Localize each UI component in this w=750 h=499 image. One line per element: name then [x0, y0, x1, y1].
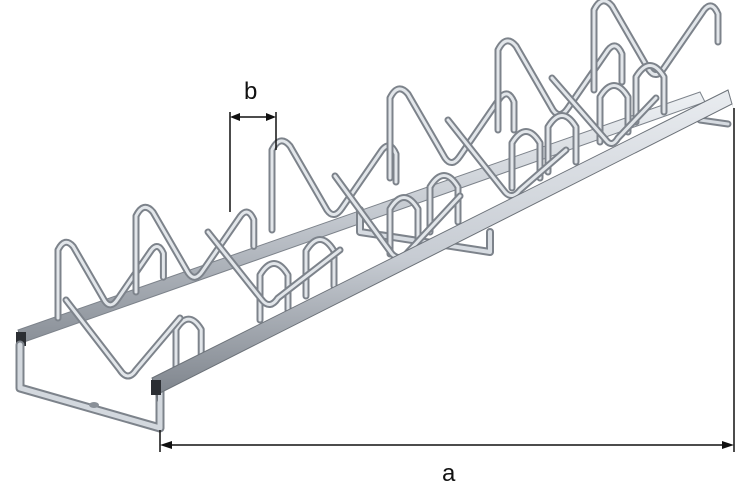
front-holder-tube-2: [258, 262, 290, 322]
front-holder-tube-1: [174, 317, 203, 372]
front-holder-vee-4: [446, 118, 568, 197]
front-holder-tube-6: [510, 130, 542, 190]
front-holder-tube-7: [546, 114, 578, 174]
dimension-b-label: b: [244, 78, 258, 105]
dimension-b: [229, 112, 277, 212]
dimension-a: [159, 108, 735, 452]
front-holder-vee-5: [550, 76, 658, 145]
back-holder-tube-4: [388, 87, 516, 180]
front-row-wheel-holders: [62, 62, 668, 380]
left-foot-frame: [15, 340, 165, 433]
front-holder-vee-1: [64, 298, 182, 378]
dimension-a-label: a: [442, 460, 456, 487]
back-holder-tube-6: [592, 0, 720, 92]
front-rail: [151, 89, 734, 402]
front-holder-tube-8: [598, 84, 630, 144]
front-holder-tube-5: [428, 174, 460, 234]
front-holder-vee-2: [206, 230, 342, 306]
back-holder-tube-2: [134, 205, 256, 294]
front-holder-tube-9: [634, 64, 666, 124]
back-holder-tube-1: [56, 240, 165, 320]
front-holder-tube-4: [388, 196, 420, 256]
